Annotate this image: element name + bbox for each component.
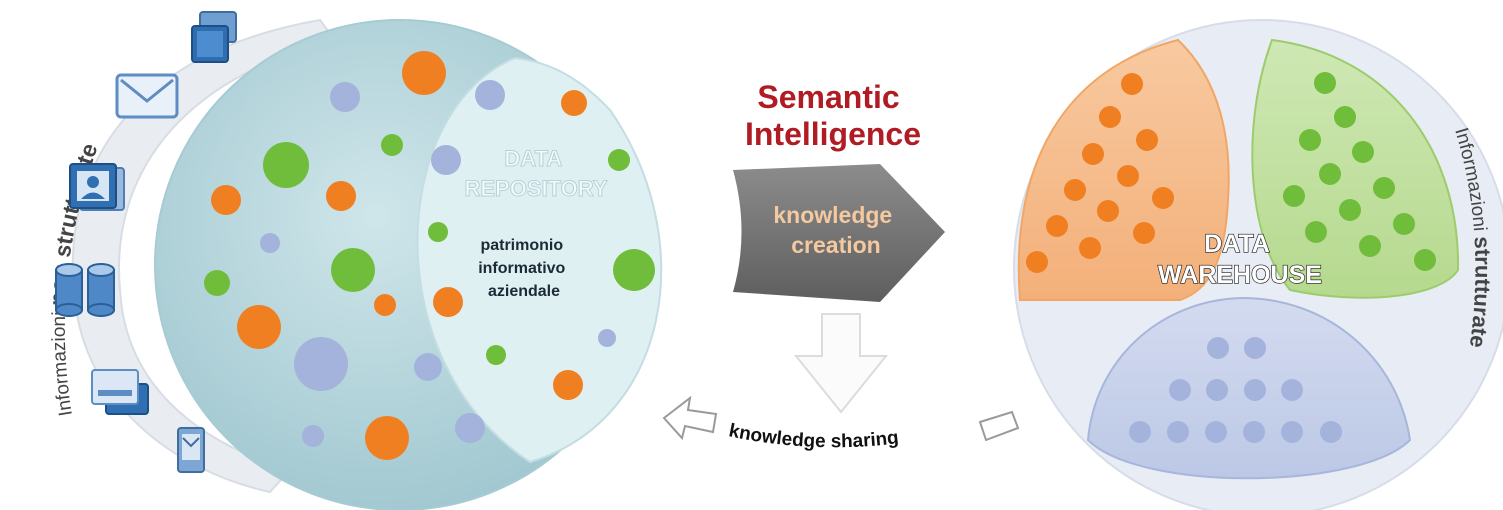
data-dot <box>294 337 348 391</box>
repository-description: patrimonio informativo aziendale <box>478 237 570 300</box>
data-dot <box>1079 237 1101 259</box>
data-dot <box>1099 106 1121 128</box>
data-dot <box>1393 213 1415 235</box>
data-dot <box>365 416 409 460</box>
data-dot <box>1244 379 1266 401</box>
data-dot <box>598 329 616 347</box>
knowledge-creation-arrow <box>733 164 945 302</box>
web-page-icon <box>91 369 149 415</box>
data-repository-lens <box>416 56 663 464</box>
data-dot <box>1207 337 1229 359</box>
data-dot <box>1129 421 1151 443</box>
data-dot <box>1320 421 1342 443</box>
knowledge-creation-label: knowledge creation <box>773 202 898 258</box>
data-dot <box>1281 421 1303 443</box>
data-dot <box>1359 235 1381 257</box>
sharing-arrow-tail <box>978 410 1020 442</box>
data-dot <box>455 413 485 443</box>
data-dot <box>613 249 655 291</box>
data-dot <box>1334 106 1356 128</box>
data-dot <box>1314 72 1336 94</box>
down-arrow-outline <box>793 313 889 414</box>
knowledge-sharing-label: knowledge sharing <box>727 420 900 452</box>
data-dot <box>260 233 280 253</box>
data-dot <box>331 248 375 292</box>
mobile-device-icon <box>177 427 205 473</box>
data-dot <box>475 80 505 110</box>
data-dot <box>1244 337 1266 359</box>
data-dot <box>1046 215 1068 237</box>
contact-card-icon <box>69 163 125 211</box>
unstructured-data-dots <box>204 51 505 460</box>
data-dot <box>1133 222 1155 244</box>
data-dot <box>381 134 403 156</box>
data-dot <box>1097 200 1119 222</box>
data-dot <box>1283 185 1305 207</box>
data-dot <box>263 142 309 188</box>
data-dot <box>608 149 630 171</box>
data-dot <box>431 145 461 175</box>
data-dot <box>1117 165 1139 187</box>
data-dot <box>1121 73 1143 95</box>
data-dot <box>374 294 396 316</box>
repository-dots <box>428 90 655 400</box>
mail-icon <box>115 73 179 119</box>
data-dot <box>1206 379 1228 401</box>
data-dot <box>302 425 324 447</box>
data-dot <box>1082 143 1104 165</box>
data-dot <box>1414 249 1436 271</box>
data-dot <box>428 222 448 242</box>
sharing-return-arrow <box>662 395 718 441</box>
data-dot <box>553 370 583 400</box>
data-dot <box>1373 177 1395 199</box>
data-dot <box>1299 129 1321 151</box>
warehouse-title: DATA WAREHOUSE <box>1158 230 1322 289</box>
data-dot <box>433 287 463 317</box>
data-dot <box>1167 421 1189 443</box>
semantic-intelligence-title: Semantic Intelligence <box>745 79 921 152</box>
data-dot <box>211 185 241 215</box>
data-dot <box>1205 421 1227 443</box>
database-icon <box>55 263 115 317</box>
data-dot <box>237 305 281 349</box>
orange-data-dots <box>1026 73 1174 273</box>
data-dot <box>486 345 506 365</box>
data-dot <box>204 270 230 296</box>
blue-data-dots <box>1129 337 1342 443</box>
documents-icon <box>191 11 237 63</box>
data-dot <box>1319 163 1341 185</box>
data-dot <box>1243 421 1265 443</box>
green-data-dots <box>1283 72 1436 271</box>
data-dot <box>330 82 360 112</box>
repository-title: DATA REPOSITORY <box>464 146 607 201</box>
data-dot <box>326 181 356 211</box>
data-dot <box>1152 187 1174 209</box>
data-dot <box>561 90 587 116</box>
data-dot <box>1169 379 1191 401</box>
data-dot <box>1136 129 1158 151</box>
data-dot <box>1281 379 1303 401</box>
data-dot <box>1064 179 1086 201</box>
data-dot <box>1026 251 1048 273</box>
data-dot <box>414 353 442 381</box>
data-dot <box>402 51 446 95</box>
data-dot <box>1352 141 1374 163</box>
data-dot <box>1339 199 1361 221</box>
data-dot <box>1305 221 1327 243</box>
